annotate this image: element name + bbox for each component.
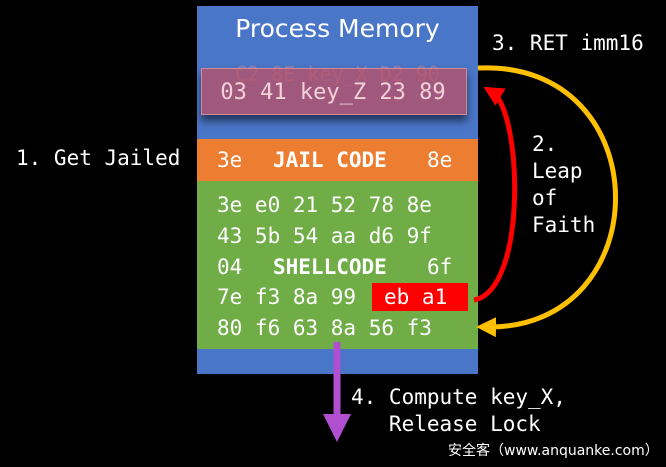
- jump-bytes-highlight: [372, 283, 468, 311]
- jail-code-label: JAIL CODE: [273, 148, 387, 172]
- shellcode-row-3-right: 6f: [427, 255, 453, 279]
- ret-arrow: [476, 65, 618, 338]
- leap-arrow: [473, 86, 518, 303]
- shellcode-row-5: 80 f6 63 8a 56 f3: [217, 316, 432, 340]
- watermark: 安全客（www.anquanke.com）: [448, 443, 659, 459]
- jail-byte-left: 3e: [217, 148, 243, 172]
- shellcode-row-2: 43 5b 54 aa d6 9f: [217, 224, 432, 248]
- step-2-number: 2.: [532, 132, 558, 156]
- step-4-line-2: Release Lock: [351, 412, 541, 436]
- jump-bytes-text: eb a1: [384, 285, 448, 309]
- step-2-line-faith: Faith: [532, 213, 596, 237]
- step-2-line-leap: Leap: [532, 159, 583, 183]
- shellcode-row-4: 7e f3 8a 99: [217, 285, 357, 309]
- step-1-label: 1. Get Jailed: [16, 146, 181, 170]
- shellcode-block: [197, 181, 478, 349]
- memory-title: Process Memory: [235, 14, 440, 43]
- jail-code-block: [197, 139, 478, 181]
- shellcode-label: SHELLCODE: [273, 255, 387, 279]
- step-2-line-of: of: [532, 186, 558, 210]
- shellcode-row-3-left: 04: [217, 255, 243, 279]
- jail-byte-right: 8e: [427, 148, 453, 172]
- shellcode-row-1: 3e e0 21 52 78 8e: [217, 193, 432, 217]
- key-region-box: [201, 68, 467, 115]
- step-4-line-1: 4. Compute key_X,: [351, 385, 566, 409]
- key-region-text: 03 41 key_Z 23 89: [220, 80, 446, 105]
- step-3-label: 3. RET imm16: [492, 31, 644, 55]
